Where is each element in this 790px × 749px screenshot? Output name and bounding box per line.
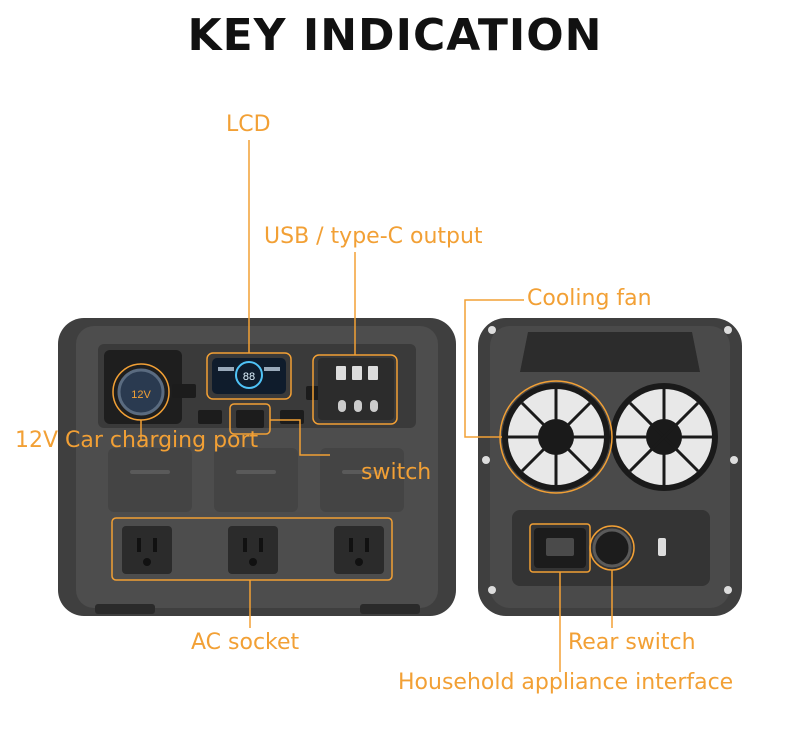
usb-ports: [318, 358, 394, 420]
rear-switch: [592, 528, 632, 568]
ac-sockets: [122, 526, 384, 574]
label-car-charging-port: 12V Car charging port: [15, 428, 259, 453]
car-port-voltage: 12V: [131, 389, 151, 401]
ac-button: [198, 410, 222, 424]
label-lcd: LCD: [226, 112, 271, 137]
label-switch: switch: [361, 460, 432, 485]
front-unit: 12V 88: [58, 318, 456, 616]
power-button: [236, 410, 264, 428]
label-rear-switch: Rear switch: [568, 630, 696, 655]
rear-unit: [478, 318, 742, 616]
cooling-fans: [502, 383, 718, 491]
label-usb-output: USB / type-C output: [264, 224, 483, 249]
lcd-reading: 88: [243, 371, 255, 383]
label-ac-socket: AC socket: [191, 630, 300, 655]
page-title: KEY INDICATION: [187, 10, 603, 61]
car-port: [117, 368, 165, 416]
label-cooling-fan: Cooling fan: [527, 286, 652, 311]
car-port-button: [172, 384, 196, 398]
callouts: [111, 140, 635, 672]
label-household-appliance-interface: Household appliance interface: [398, 670, 734, 695]
